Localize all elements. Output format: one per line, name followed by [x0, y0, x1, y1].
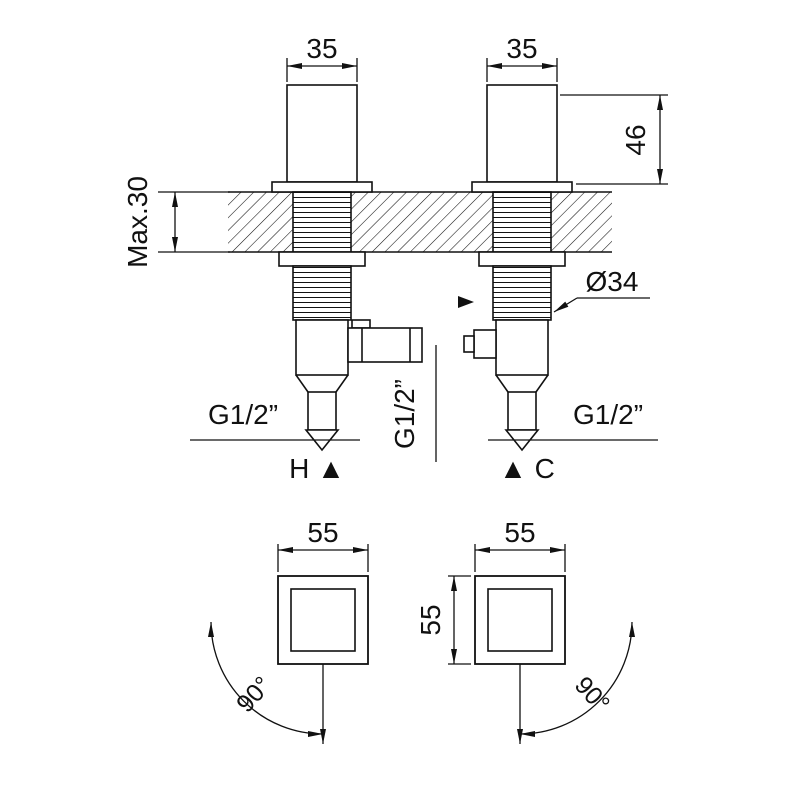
wall-section — [228, 191, 612, 253]
right-valve-flange — [471, 181, 573, 193]
thread-label-right: G1/2” — [488, 399, 658, 441]
left-valve-thread-lower — [292, 265, 352, 321]
thread-label-middle: G1/2” — [389, 345, 437, 462]
left-plan-view: 55 90° — [208, 517, 369, 744]
flow-arrow — [458, 296, 474, 308]
height-dimension: 46 — [560, 94, 668, 185]
right-valve-spout — [507, 391, 537, 431]
wall-hatch — [228, 192, 612, 252]
right-square-height-label: 55 — [415, 604, 446, 635]
left-valve-stem — [286, 84, 358, 183]
thread-right-label: G1/2” — [573, 399, 643, 430]
right-valve-knob — [463, 335, 475, 353]
right-valve-stem — [486, 84, 558, 183]
left-valve-body — [295, 319, 349, 376]
rotation-arc — [519, 621, 635, 737]
left-valve-front-view — [271, 84, 423, 452]
diameter-label: Ø34 — [586, 266, 639, 297]
left-valve-thread-upper — [292, 191, 352, 253]
right-inner-square — [487, 588, 553, 652]
wall-thickness-label: Max.30 — [122, 176, 153, 268]
top-right-width-dimension: 35 — [486, 33, 558, 82]
left-angle-label: 90° — [231, 671, 277, 718]
thread-middle-label: G1/2” — [389, 379, 420, 449]
body-taper — [295, 374, 309, 393]
right-valve-thread-lower — [492, 265, 552, 321]
leader-line — [553, 297, 578, 313]
left-valve-spout — [307, 391, 337, 431]
right-valve-locknut — [478, 251, 566, 267]
right-valve-port — [473, 329, 497, 359]
body-taper — [495, 374, 509, 393]
right-valve-body — [495, 319, 549, 376]
left-square-width-label: 55 — [307, 517, 338, 548]
thread-label-left: G1/2” — [190, 399, 360, 441]
diameter-callout: Ø34 — [553, 266, 650, 313]
rotation-arc — [208, 621, 324, 737]
right-valve-thread-upper — [492, 191, 552, 253]
right-valve-front-view — [458, 84, 573, 452]
top-left-width-label: 35 — [306, 33, 337, 64]
top-right-width-label: 35 — [506, 33, 537, 64]
top-left-width-dimension: 35 — [286, 33, 358, 82]
left-valve-locknut — [278, 251, 366, 267]
cold-marker: ▲ C — [499, 453, 555, 484]
right-square-width-label: 55 — [504, 517, 535, 548]
body-taper — [535, 374, 549, 393]
body-taper — [335, 374, 349, 393]
left-inner-square — [290, 588, 356, 652]
hot-marker: H ▲ — [289, 453, 345, 484]
left-valve-cap — [351, 319, 371, 329]
left-valve-flange — [271, 181, 373, 193]
thread-left-label: G1/2” — [208, 399, 278, 430]
left-valve-outlet — [347, 327, 423, 363]
right-angle-label: 90° — [569, 671, 615, 718]
height-label: 46 — [620, 124, 651, 155]
wall-thickness-dimension: Max.30 — [122, 176, 230, 268]
right-plan-view: 55 55 90° — [415, 517, 635, 744]
